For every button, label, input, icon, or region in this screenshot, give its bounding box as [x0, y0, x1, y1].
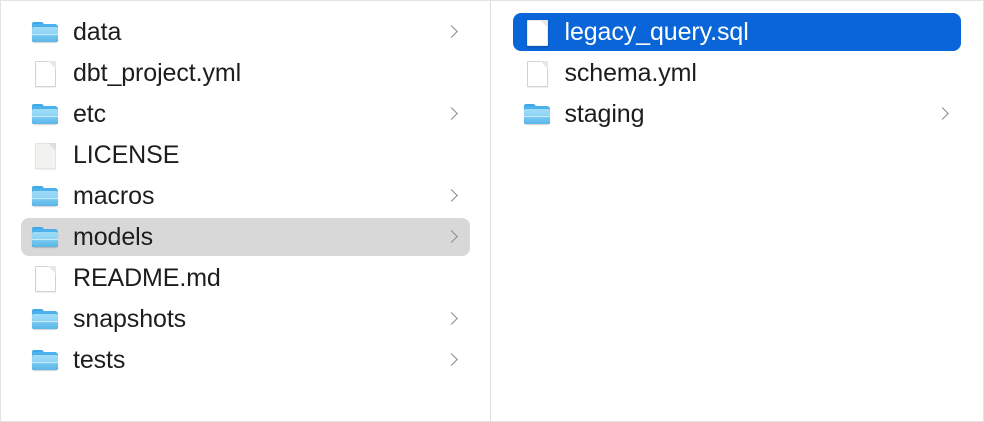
- disclosure-chevron-icon[interactable]: [446, 105, 458, 123]
- disclosure-chevron-icon: [937, 23, 949, 41]
- disclosure-chevron-icon[interactable]: [446, 23, 458, 41]
- folder-icon: [31, 100, 60, 129]
- file-row-label: data: [73, 17, 122, 46]
- document-icon: [523, 18, 552, 47]
- file-row[interactable]: snapshots: [21, 300, 470, 338]
- file-row-label: staging: [564, 99, 645, 128]
- document-icon: [523, 59, 552, 88]
- disclosure-chevron-icon: [446, 146, 458, 164]
- disclosure-chevron-icon: [446, 64, 458, 82]
- folder-icon: [523, 100, 552, 129]
- file-row-label: dbt_project.yml: [73, 58, 242, 87]
- document-icon: [31, 264, 60, 293]
- disclosure-chevron-icon[interactable]: [446, 187, 458, 205]
- file-row-label: models: [73, 222, 153, 251]
- file-row[interactable]: README.md: [21, 259, 470, 297]
- folder-icon: [31, 305, 60, 334]
- file-row[interactable]: etc: [21, 95, 470, 133]
- file-row-label: snapshots: [73, 304, 187, 333]
- file-row-label: legacy_query.sql: [564, 17, 749, 46]
- folder-icon: [31, 223, 60, 252]
- file-row[interactable]: data: [21, 13, 470, 51]
- file-row[interactable]: models: [21, 218, 470, 256]
- file-row[interactable]: schema.yml: [513, 54, 962, 92]
- file-row[interactable]: tests: [21, 341, 470, 379]
- folder-icon: [31, 182, 60, 211]
- file-row[interactable]: legacy_query.sql: [512, 13, 961, 51]
- file-row-label: etc: [73, 99, 107, 128]
- disclosure-chevron-icon[interactable]: [446, 351, 458, 369]
- disclosure-chevron-icon: [937, 64, 949, 82]
- disclosure-chevron-icon: [446, 269, 458, 287]
- file-row[interactable]: LICENSE: [21, 136, 470, 174]
- file-row-label: macros: [73, 181, 155, 210]
- folder-icon: [31, 18, 60, 47]
- file-row[interactable]: staging: [513, 95, 962, 133]
- disclosure-chevron-icon[interactable]: [937, 105, 949, 123]
- file-row-label: README.md: [73, 263, 221, 292]
- file-row-label: schema.yml: [564, 58, 697, 87]
- disclosure-chevron-icon[interactable]: [446, 228, 458, 246]
- document-icon: [31, 59, 60, 88]
- file-column-child: legacy_query.sql schema.yml staging: [490, 1, 983, 421]
- file-row[interactable]: macros: [21, 177, 470, 215]
- document-plain-icon: [31, 141, 60, 170]
- file-row[interactable]: dbt_project.yml: [21, 54, 470, 92]
- disclosure-chevron-icon[interactable]: [446, 310, 458, 328]
- file-row-label: LICENSE: [73, 140, 180, 169]
- folder-icon: [31, 346, 60, 375]
- file-row-label: tests: [73, 345, 126, 374]
